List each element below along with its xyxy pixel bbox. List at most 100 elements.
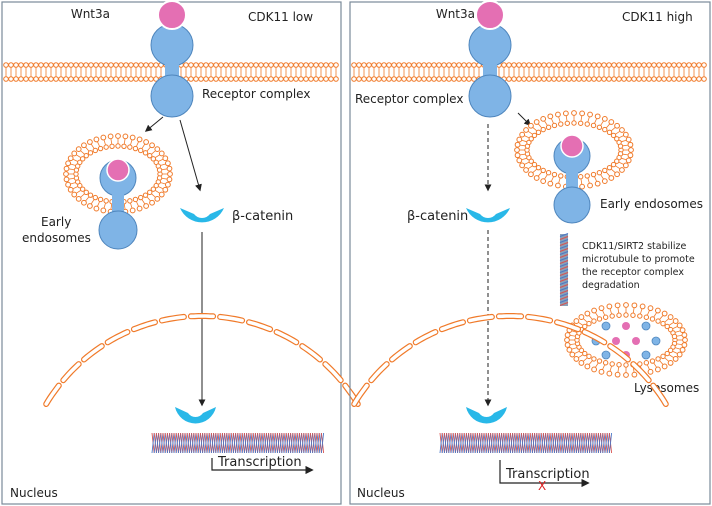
microtubule-stripe xyxy=(559,235,569,241)
lipid-head xyxy=(356,76,362,82)
lipid-head xyxy=(113,76,119,82)
lipid-head xyxy=(614,171,620,178)
state-label: CDK11 high xyxy=(622,10,693,24)
dna-strand xyxy=(463,432,467,454)
lipid-head xyxy=(406,76,412,82)
lipid-head xyxy=(586,62,592,68)
lipid-head xyxy=(273,76,279,82)
lipid-head xyxy=(676,322,683,329)
lipid-head xyxy=(138,62,144,68)
lipid-tail xyxy=(606,172,610,177)
lipid-head xyxy=(573,318,580,324)
plasma-membrane xyxy=(3,62,339,82)
x-mark-icon: X xyxy=(538,479,546,493)
dna-strand xyxy=(509,432,514,454)
lipid-head xyxy=(649,358,656,364)
lipid-head xyxy=(598,305,605,312)
lipid-tail xyxy=(155,190,160,194)
dna-strand xyxy=(208,432,212,454)
lipid-head xyxy=(93,76,99,82)
lipid-head xyxy=(581,76,587,82)
dna-strand xyxy=(490,432,494,454)
lipid-head xyxy=(591,366,598,373)
lipid-head xyxy=(528,122,534,129)
lipid-head xyxy=(679,327,686,334)
lipid-head xyxy=(523,167,529,173)
lipid-head xyxy=(68,62,74,68)
lipid-tail xyxy=(155,154,160,158)
lipid-head xyxy=(83,62,89,68)
dna-strand xyxy=(294,432,298,454)
lipid-head xyxy=(122,133,129,140)
lipid-head xyxy=(511,76,517,82)
microtubule-stripe xyxy=(559,247,569,253)
dna-strand xyxy=(287,432,292,454)
envelope-segment-core xyxy=(468,315,494,323)
lipid-head xyxy=(647,305,654,312)
lipid-tail xyxy=(90,199,95,205)
lipid-head xyxy=(88,76,94,82)
lipid-head xyxy=(298,62,304,68)
lipid-head xyxy=(616,362,622,368)
lipid-tail xyxy=(103,203,106,209)
envelope-segment-core xyxy=(440,320,465,332)
lipid-head xyxy=(564,342,571,348)
lipid-head xyxy=(75,146,82,153)
lipid-head xyxy=(121,143,127,149)
lipid-tail xyxy=(647,364,650,370)
dna-strand xyxy=(536,432,540,454)
lipid-head xyxy=(53,76,59,82)
lipid-head xyxy=(631,371,638,378)
lipid-head xyxy=(86,139,93,145)
lipid-tail xyxy=(617,307,620,313)
lipid-head xyxy=(78,62,84,68)
lipid-head xyxy=(606,129,613,136)
lipid-head xyxy=(268,76,274,82)
lipid-head xyxy=(596,76,602,82)
dna-strand xyxy=(188,432,193,454)
lipid-head xyxy=(602,360,609,366)
lipid-head xyxy=(351,62,357,68)
transcription-label: Transcription xyxy=(505,467,590,482)
dna-strand xyxy=(514,432,518,454)
lipid-head xyxy=(655,356,661,362)
lipid-head xyxy=(132,145,139,152)
lipid-head xyxy=(606,164,613,171)
microtubule-note-line1: CDK11/SIRT2 stabilize xyxy=(582,241,687,252)
envelope-segment-core xyxy=(44,383,61,406)
lipid-head xyxy=(63,176,70,183)
lipid-tail xyxy=(615,131,621,135)
lipid-head xyxy=(643,314,650,320)
lipid-tail xyxy=(519,144,526,147)
dna-strand xyxy=(312,432,316,454)
lipid-head xyxy=(92,147,98,154)
lipid-head xyxy=(13,76,19,82)
lipid-tail xyxy=(574,351,580,354)
lipid-head xyxy=(73,62,79,68)
lipid-head xyxy=(610,132,617,139)
lipid-head xyxy=(68,76,74,82)
envelope-segment-core xyxy=(555,320,580,332)
lipid-tail xyxy=(609,308,612,314)
lipid-tail xyxy=(532,169,537,173)
lipid-head xyxy=(660,320,666,327)
lipid-head xyxy=(278,76,284,82)
lipid-tail xyxy=(653,312,657,318)
lipid-head xyxy=(154,146,161,153)
lipid-head xyxy=(609,313,615,319)
lipid-tail xyxy=(90,143,95,149)
lipid-tail xyxy=(97,201,100,207)
lipid-tail xyxy=(544,120,548,126)
dna-strand xyxy=(155,432,160,454)
dna-strand xyxy=(254,432,259,454)
lipid-head xyxy=(65,181,72,188)
lipid-head xyxy=(466,62,472,68)
lipid-head xyxy=(671,333,678,340)
lipid-tail xyxy=(130,139,133,145)
dna-strand xyxy=(160,432,164,454)
envelope-segment-core xyxy=(132,320,157,332)
lipid-head xyxy=(578,314,585,320)
microtubule-note-line4: degradation xyxy=(582,280,640,291)
beta-catenin-cyto xyxy=(466,208,510,223)
lipid-head xyxy=(661,76,667,82)
